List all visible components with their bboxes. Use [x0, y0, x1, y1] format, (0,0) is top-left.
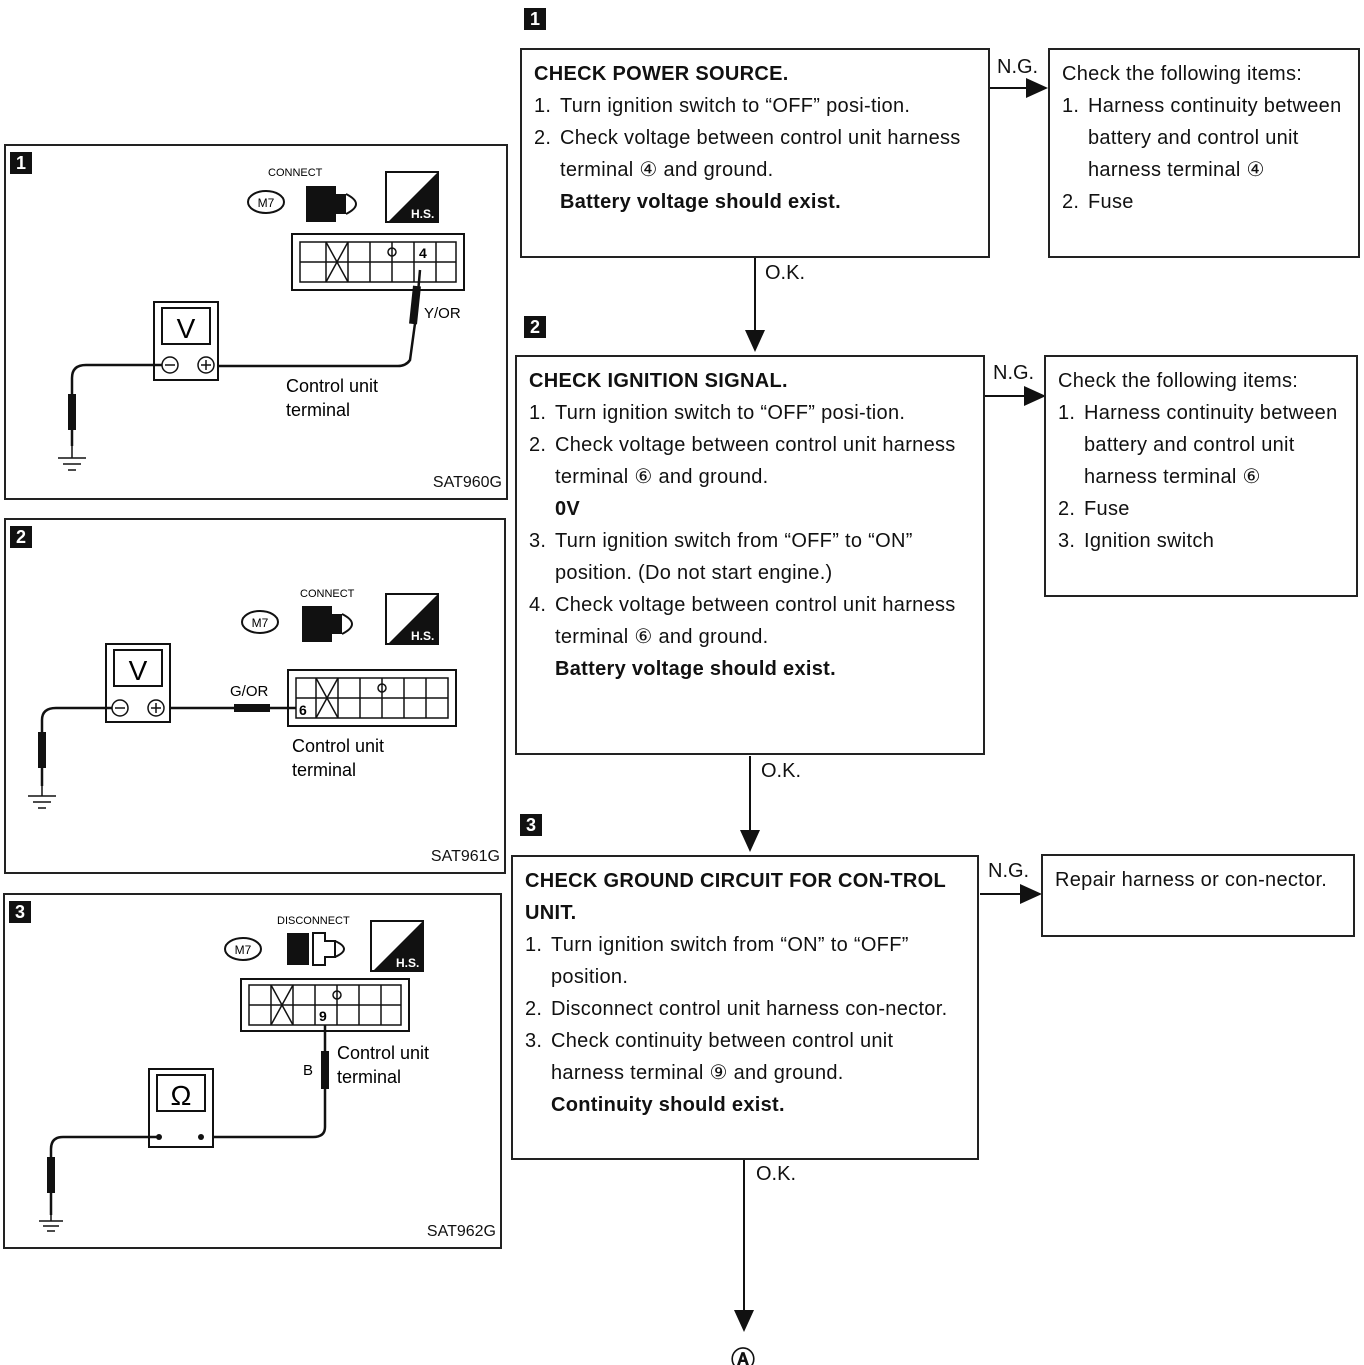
ng-box-3: Repair harness or con-nector. — [1041, 854, 1355, 937]
step-badge-3: 3 — [520, 814, 542, 836]
list-item: 2.Fuse — [1058, 498, 1130, 520]
result-line: Battery voltage should exist. — [560, 191, 841, 213]
connector-plug-icon — [302, 606, 342, 642]
figure-step-badge: 1 — [10, 152, 32, 174]
ng-label: N.G. — [993, 362, 1035, 384]
probe-wire-negative — [40, 706, 112, 786]
connect-status: CONNECT — [300, 588, 355, 600]
step-box-2: CHECK IGNITION SIGNAL. 1.Turn ignition s… — [515, 355, 985, 755]
step-title: CHECK IGNITION SIGNAL. — [529, 370, 788, 392]
step-title: CHECK GROUND CIRCUIT FOR CON-TROL UNIT. — [525, 870, 946, 924]
disconnect-status: DISCONNECT — [277, 915, 350, 927]
continuation-marker: Ⓐ — [731, 1347, 755, 1365]
ok-label: O.K. — [765, 262, 806, 284]
list-item: 3.Check continuity between control unit … — [525, 1030, 894, 1084]
meter-symbol: V — [177, 313, 196, 344]
hs-label: H.S. — [411, 629, 434, 643]
list-item: 0V — [555, 498, 581, 520]
step-badge-2: 2 — [524, 316, 546, 338]
ng-box-2: Check the following items: 1.Harness con… — [1044, 355, 1358, 597]
meter-symbol: V — [129, 655, 148, 686]
connector-id: M7 — [235, 943, 252, 957]
list-item: 1.Turn ignition switch to “OFF” posi-tio… — [529, 402, 906, 424]
list-item: 1.Harness continuity between battery and… — [1062, 95, 1342, 181]
list-item: 3.Turn ignition switch from “OFF” to “ON… — [529, 530, 913, 584]
figure-id: SAT961G — [430, 848, 500, 865]
step-box-3: CHECK GROUND CIRCUIT FOR CON-TROL UNIT. … — [511, 855, 979, 1160]
terminal-number: 6 — [299, 702, 307, 718]
list-item: 1.Harness continuity between battery and… — [1058, 402, 1338, 488]
result-line: Continuity should exist. — [551, 1094, 785, 1116]
list-item: 1.Turn ignition switch from “ON” to “OFF… — [525, 934, 909, 988]
connector-id: M7 — [258, 196, 275, 210]
ok-label: O.K. — [761, 760, 802, 782]
voltmeter-diagram: CONNECT M7 H.S. 6 G/OR V — [28, 588, 457, 809]
ng-title: Check the following items: — [1058, 370, 1299, 392]
terminal-label-line2: terminal — [292, 760, 356, 780]
connector-id-tag — [224, 937, 262, 961]
probe-wire-positive — [203, 1025, 327, 1139]
probe-wire-negative — [49, 1135, 159, 1215]
terminal-label-line1: Control unit — [292, 736, 384, 756]
figure-id: SAT960G — [432, 474, 502, 491]
list-item: 3.Ignition switch — [1058, 530, 1215, 552]
ng-label: N.G. — [988, 860, 1030, 882]
list-item: 1.Turn ignition switch to “OFF” posi-tio… — [534, 95, 911, 117]
hs-label: H.S. — [411, 207, 434, 221]
meter-symbol: Ω — [171, 1080, 192, 1111]
ng-label: N.G. — [997, 56, 1039, 78]
figure-panel-1: 1 CONNECT M7 H.S. 4 Y/OR V — [4, 144, 508, 500]
connector-id: M7 — [252, 616, 269, 630]
ok-label: O.K. — [756, 1163, 797, 1185]
ohmmeter-diagram: DISCONNECT M7 H.S. 9 B Ω C — [39, 915, 429, 1232]
ng-box-1: Check the following items: 1.Harness con… — [1048, 48, 1360, 258]
terminal-number: 9 — [319, 1008, 327, 1024]
probe-wire-negative — [70, 363, 162, 446]
figure-id: SAT962G — [426, 1223, 496, 1240]
terminal-label-line2: terminal — [337, 1067, 401, 1087]
figure-step-badge: 2 — [10, 526, 32, 548]
step-title: CHECK POWER SOURCE. — [534, 63, 789, 85]
voltmeter-diagram: CONNECT M7 H.S. 4 Y/OR V — [58, 167, 465, 471]
terminal-number: 4 — [419, 245, 427, 261]
ng-title: Check the following items: — [1062, 63, 1303, 85]
list-item: 2.Fuse — [1062, 191, 1134, 213]
ng-text: Repair harness or con-nector. — [1055, 869, 1328, 891]
connector-plug-icon — [306, 186, 346, 222]
wire-color: G/OR — [230, 683, 269, 700]
result-line: Battery voltage should exist. — [555, 658, 836, 680]
connector-block — [291, 233, 465, 291]
connector-id-tag — [241, 610, 279, 634]
step-box-1: CHECK POWER SOURCE. 1.Turn ignition swit… — [520, 48, 990, 258]
terminal-label-line1: Control unit — [286, 376, 378, 396]
connector-id-tag — [247, 190, 285, 214]
step-badge-1: 1 — [524, 8, 546, 30]
figure-panel-3: 3 DISCONNECT M7 H.S. 9 B Ω — [3, 893, 502, 1249]
list-item: 4.Check voltage between control unit har… — [529, 594, 956, 648]
hs-label: H.S. — [396, 956, 419, 970]
connect-status: CONNECT — [268, 167, 323, 179]
list-item: 2.Disconnect control unit harness con-ne… — [525, 998, 948, 1020]
connector-block — [287, 669, 457, 727]
wire-color: Y/OR — [424, 305, 461, 322]
probe-wire-positive — [206, 269, 422, 368]
list-item: 2.Check voltage between control unit har… — [529, 434, 956, 488]
figure-step-badge: 3 — [9, 901, 31, 923]
list-item: 2.Check voltage between control unit har… — [534, 127, 961, 181]
figure-panel-2: 2 CONNECT M7 H.S. 6 G/OR V — [4, 518, 506, 874]
terminal-label-line1: Control unit — [337, 1043, 429, 1063]
terminal-label-line2: terminal — [286, 400, 350, 420]
wire-color: B — [303, 1062, 313, 1079]
connector-unplugged-icon — [287, 933, 309, 965]
